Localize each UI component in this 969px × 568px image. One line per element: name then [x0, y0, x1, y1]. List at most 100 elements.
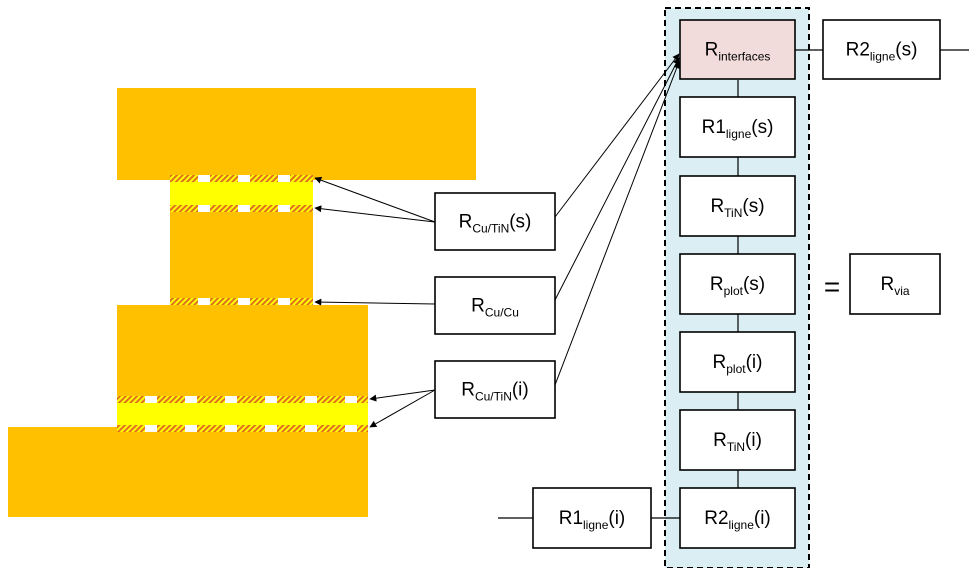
cross-section	[8, 88, 476, 517]
label-subscript: via	[894, 284, 910, 298]
box-frame	[822, 19, 941, 80]
box-frame	[679, 96, 796, 158]
label-main: R	[713, 430, 727, 451]
interface-upper-bottom-gap	[278, 205, 290, 212]
box-cutin-i: RCu/TiN(i)	[434, 360, 556, 419]
interface-lower-bottom-gap	[305, 425, 317, 432]
box-cutin-s: RCu/TiN(s)	[434, 192, 556, 251]
interface-upper-top-gap	[238, 175, 250, 182]
box-r1-ligne-s: R1ligne(s)	[679, 96, 796, 158]
box-frame	[434, 276, 556, 335]
box-label: Rvia	[880, 274, 909, 298]
label-subscript: ligne	[583, 518, 609, 532]
arrow-cucu-to-interfaces	[554, 57, 680, 301]
label-subscript: Cu/TiN	[475, 390, 512, 404]
arrow-cucu	[314, 298, 436, 306]
box-label: RCu/TiN(i)	[461, 380, 529, 404]
box-frame	[434, 360, 556, 419]
arrow-cutin-s-top	[314, 176, 436, 223]
interface-lower-bottom	[117, 425, 368, 432]
box-rtin-i: RTiN(i)	[679, 409, 796, 471]
label-subscript: TiN	[727, 440, 745, 454]
box-frame	[532, 487, 652, 549]
box-frame	[679, 331, 796, 393]
box-label: RTiN(i)	[713, 430, 762, 454]
label-subscript: ligne	[729, 518, 755, 532]
interface-lower-bottom-gap	[265, 425, 277, 432]
interface-cucu-gap	[278, 298, 290, 305]
box-label: R2ligne(s)	[846, 40, 918, 64]
label-main: R2	[704, 508, 728, 529]
label-subscript: ligne	[726, 127, 752, 141]
box-frame	[679, 487, 796, 549]
interface-lower-top-gap	[265, 396, 277, 403]
box-rplot-s: Rplot(s)	[679, 253, 796, 315]
box-label: RTiN(s)	[710, 196, 764, 220]
label-subscript: interfaces	[718, 50, 770, 64]
box-r2-ligne-i: R2ligne(i)	[679, 487, 796, 549]
interface-lower-top-gap	[145, 396, 157, 403]
label-main: R	[461, 380, 475, 401]
label-main: R	[710, 196, 724, 217]
label-main: R	[880, 274, 894, 295]
box-frame	[679, 175, 796, 237]
box-frame	[434, 192, 556, 251]
interface-upper-top-gap	[278, 175, 290, 182]
interface-upper-bottom-gap	[238, 205, 250, 212]
interface-lower-bottom-gap	[225, 425, 237, 432]
box-cucu: RCu/Cu	[434, 276, 556, 335]
label-subscript: plot	[726, 362, 746, 376]
arrow-cutin-s-to-interfaces	[554, 53, 680, 218]
box-label: R1ligne(s)	[702, 117, 774, 141]
interface-cucu-gap	[198, 298, 210, 305]
box-r2-ligne-s: R2ligne(s)	[822, 19, 941, 80]
arrow-cutin-i-bottom	[369, 389, 436, 428]
interface-upper-top-gap	[198, 175, 210, 182]
label-suffix: (i)	[512, 380, 529, 401]
label-suffix: (s)	[895, 40, 917, 61]
label-main: R2	[846, 40, 870, 61]
label-main: R	[471, 296, 485, 317]
box-label: Rplot(i)	[713, 352, 763, 376]
interface-lower-top-gap	[305, 396, 317, 403]
label-subscript: plot	[724, 284, 744, 298]
label-main: R	[705, 40, 719, 61]
box-frame	[679, 253, 796, 315]
label-main: R1	[559, 508, 583, 529]
top-copper-line	[117, 88, 476, 180]
upper-tin-layer	[170, 182, 313, 207]
bottom-copper-line	[8, 427, 368, 517]
label-main: R	[459, 212, 473, 233]
box-frame	[679, 19, 796, 80]
equals-sign: =	[824, 271, 840, 302]
box-frame	[679, 409, 796, 471]
label-suffix: (s)	[751, 117, 773, 138]
box-interfaces: Rinterfaces	[679, 19, 796, 80]
label-subscript: ligne	[870, 50, 896, 64]
box-rplot-i: Rplot(i)	[679, 331, 796, 393]
label-suffix: (i)	[608, 508, 625, 529]
interface-lower-top-gap	[345, 396, 357, 403]
interface-lower-top-gap	[185, 396, 197, 403]
box-frame	[849, 253, 941, 315]
box-label: Rplot(s)	[710, 274, 765, 298]
lower-tin-layer	[117, 403, 368, 425]
label-suffix: (s)	[743, 274, 765, 295]
box-label: R1ligne(i)	[559, 508, 626, 532]
label-suffix: (i)	[746, 352, 763, 373]
label-suffix: (s)	[742, 196, 764, 217]
box-label: R2ligne(i)	[704, 508, 771, 532]
interface-lower-top	[117, 396, 368, 403]
label-suffix: (i)	[754, 508, 771, 529]
interface-cucu-gap	[238, 298, 250, 305]
label-subscript: TiN	[724, 206, 742, 220]
box-label: Rinterfaces	[705, 40, 771, 64]
box-rtin-s: RTiN(s)	[679, 175, 796, 237]
arrow-cutin-s-bottom	[314, 205, 436, 223]
arrows-to-interfaces	[314, 176, 436, 428]
box-label: RCu/TiN(s)	[459, 212, 532, 236]
label-subscript: Cu/Cu	[485, 306, 519, 320]
interface-lower-top-gap	[225, 396, 237, 403]
interface-lower-bottom-gap	[185, 425, 197, 432]
